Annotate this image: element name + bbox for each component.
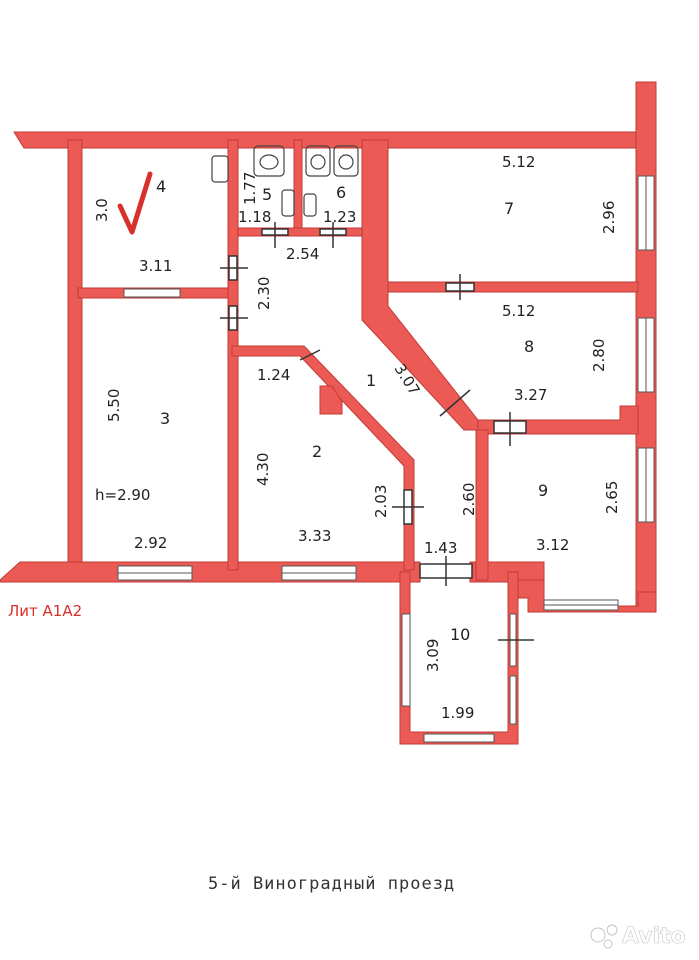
room-2-number: 2 <box>312 442 322 461</box>
room-6-dim: 1.23 <box>323 208 356 226</box>
room-8-dim: 3.27 <box>514 386 547 404</box>
room-10-dim: 3.09 <box>424 639 442 672</box>
room-5-number: 5 <box>262 185 272 204</box>
room-4-dim: 3.0 <box>93 198 111 222</box>
avito-watermark: Avito <box>590 924 686 949</box>
room-8-dim: 5.12 <box>502 302 535 320</box>
avito-logo-icon <box>590 927 606 943</box>
room-6-number: 6 <box>336 183 346 202</box>
room-10-dim: 1.99 <box>441 704 474 722</box>
room-5-dim: 1.18 <box>238 208 271 226</box>
room-9-dim: 2.65 <box>603 481 621 514</box>
room-4-dim: 3.11 <box>139 257 172 275</box>
lit-label: Лит А1А2 <box>8 602 82 620</box>
street-label: 5-й Виноградный проезд <box>208 874 455 894</box>
room-2-dim: 1.24 <box>257 366 290 384</box>
room-7-dim: 5.12 <box>502 153 535 171</box>
room-4-number: 4 <box>156 177 166 196</box>
room-2-dim: 2.03 <box>372 485 390 518</box>
room-8-number: 8 <box>524 337 534 356</box>
room-3-number: 3 <box>160 409 170 428</box>
room-10-number: 10 <box>450 625 470 644</box>
room-1-dim: 2.54 <box>286 245 319 263</box>
room-1-number: 1 <box>366 371 376 390</box>
doors <box>220 222 534 641</box>
room-5-dim: 1.77 <box>241 172 259 205</box>
room-8-dim: 2.80 <box>590 339 608 372</box>
room-1-dim: 2.30 <box>255 277 273 310</box>
room-numbers: 1 2 3 4 5 6 7 8 9 10 <box>156 177 548 644</box>
room-3-dim: 5.50 <box>105 389 123 422</box>
checkmark-icon <box>117 171 153 235</box>
room-3-dim: h=2.90 <box>95 486 150 504</box>
dimensions: 2.30 2.54 3.07 2.60 1.43 1.24 4.30 2.03 … <box>93 153 621 722</box>
room-7-dim: 2.96 <box>600 201 618 234</box>
room-7-number: 7 <box>504 199 514 218</box>
plumbing-fixtures <box>211 145 359 217</box>
room-3-dim: 2.92 <box>134 534 167 552</box>
room-1-dim: 2.60 <box>460 483 478 516</box>
walls <box>0 81 657 745</box>
room-2-dim: 4.30 <box>254 453 272 486</box>
room-9-number: 9 <box>538 481 548 500</box>
room-2-dim: 3.33 <box>298 527 331 545</box>
watermark-text: Avito <box>622 924 686 949</box>
room-1-dim: 1.43 <box>424 539 457 557</box>
windows <box>117 175 655 743</box>
room-9-dim: 3.12 <box>536 536 569 554</box>
